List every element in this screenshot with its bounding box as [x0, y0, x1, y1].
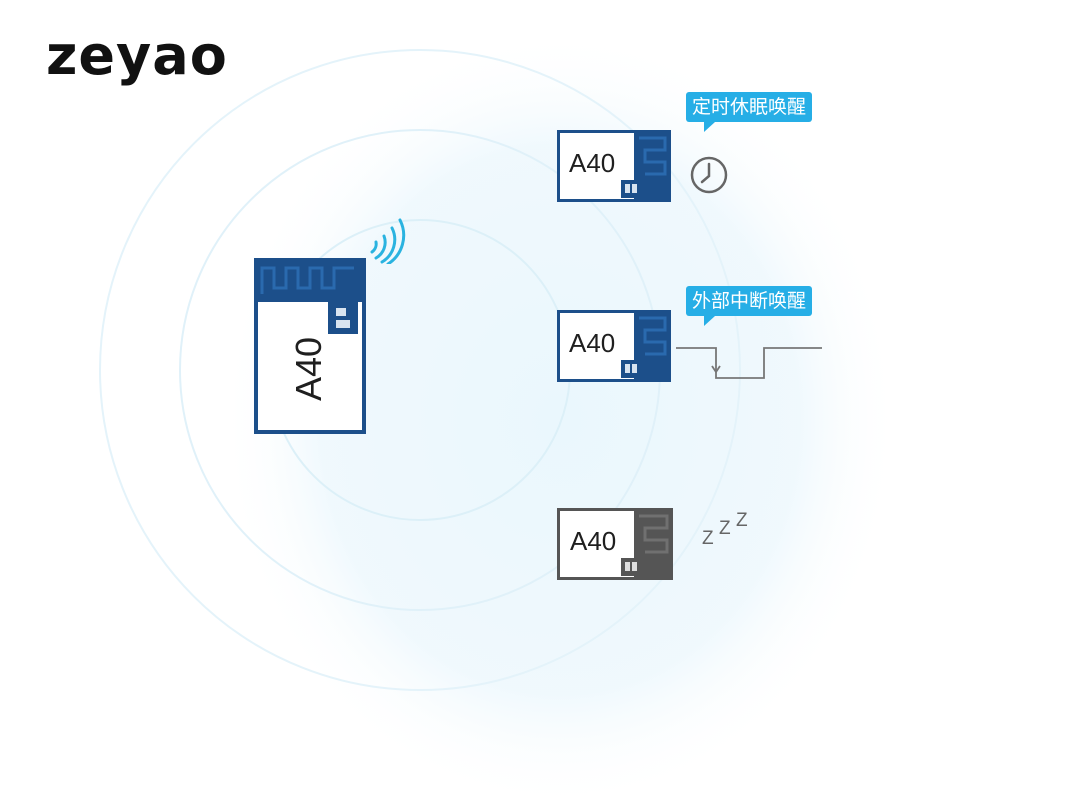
device-module-2: A40: [557, 310, 671, 382]
module-board-icon: [254, 258, 366, 434]
brand-logo: zeyao: [46, 24, 228, 87]
device-label-1: A40: [569, 148, 616, 178]
device-module-3: A40: [557, 508, 673, 580]
zzz-letter: Z: [719, 518, 731, 539]
module-board-icon: [557, 508, 673, 580]
main-module-label: A40: [288, 336, 329, 402]
zzz-letter: Z: [736, 510, 748, 531]
module-board-icon: [557, 130, 671, 202]
device-label-3: A40: [570, 526, 617, 556]
module-board-icon: [557, 310, 671, 382]
clock-icon: [690, 156, 728, 194]
signal-icon: [370, 218, 406, 264]
zzz-letter: Z: [702, 528, 714, 549]
interrupt-signal-icon: [676, 347, 822, 379]
callout-timer-wake: 定时休眠唤醒: [686, 92, 813, 132]
callout-interrupt-wake: 外部中断唤醒: [686, 286, 813, 326]
device-module-1: A40: [557, 130, 671, 202]
main-module: A40: [254, 258, 366, 434]
device-label-2: A40: [569, 328, 616, 358]
